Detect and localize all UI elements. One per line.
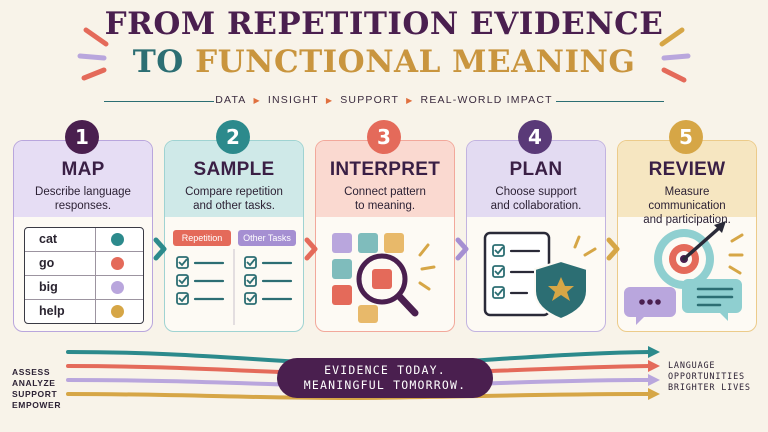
subtitle-item-data: DATA — [215, 94, 247, 106]
triangle-right-icon: ▶ — [253, 96, 261, 105]
label-empower: EMPOWER — [12, 400, 62, 410]
subtitle-item-impact: REAL-WORLD IMPACT — [420, 94, 553, 106]
title-line-2-part-2: FUNCTIONAL MEANING — [195, 44, 636, 80]
other-tasks-tag: Other Tasks — [238, 230, 296, 246]
word-label: cat — [39, 232, 58, 246]
word-row: go — [25, 252, 143, 276]
step-badge-5: 5 — [669, 120, 703, 154]
chevron-right-icon — [153, 237, 167, 261]
subtitle-line-left — [104, 101, 214, 102]
dot-icon — [111, 257, 124, 270]
step-card-review: REVIEW Measure communication and partici… — [617, 140, 757, 332]
checklist-compare-icon — [176, 249, 293, 325]
step-card-plan: PLAN Choose support and collaboration. — [466, 140, 606, 332]
step-desc-interpret: Connect pattern to meaning. — [344, 186, 426, 212]
dot-icon — [111, 281, 124, 294]
step-desc-plan: Choose support and collaboration. — [490, 186, 582, 212]
word-label: big — [39, 280, 58, 294]
subtitle-item-insight: INSIGHT — [267, 94, 319, 106]
step-card-sample: SAMPLE Compare repetition and other task… — [164, 140, 304, 332]
tagline-pill: EVIDENCE TODAY. MEANINGFUL TOMORROW. — [277, 358, 493, 398]
subtitle-item-support: SUPPORT — [340, 94, 400, 106]
label-brighter-lives: BRIGHTER LIVES — [668, 383, 751, 393]
title-line-1: FROM REPETITION EVIDENCE — [104, 6, 664, 42]
word-row: cat — [25, 228, 143, 252]
step-badge-3: 3 — [367, 120, 401, 154]
step-card-map: MAP Describe language responses. cat go … — [13, 140, 153, 332]
step-badge-2: 2 — [216, 120, 250, 154]
step-name-interpret: INTERPRET — [329, 159, 441, 180]
subtitle-flow: DATA ▶ INSIGHT ▶ SUPPORT ▶ REAL-WORLD IMPACT — [0, 94, 768, 106]
triangle-right-icon: ▶ — [406, 96, 414, 105]
step-name-sample: SAMPLE — [193, 159, 275, 180]
label-opportunities: OPPORTUNITIES — [668, 372, 745, 382]
plan-shield-icon — [483, 231, 597, 321]
label-assess: ASSESS — [12, 367, 51, 377]
dot-icon — [111, 233, 124, 246]
target-chat-icon — [624, 221, 744, 325]
title-line-2-part-1: TO — [132, 44, 184, 80]
triangle-right-icon: ▶ — [325, 96, 334, 105]
word-table: cat go big help — [24, 227, 144, 324]
step-desc-review: Measure communication and participation. — [643, 186, 731, 226]
title-line-2: TO FUNCTIONAL MEANING — [0, 44, 768, 80]
word-row: big — [25, 276, 143, 300]
subtitle-line-right — [556, 101, 664, 102]
word-label: go — [39, 256, 55, 270]
step-badge-4: 4 — [518, 120, 552, 154]
step-desc-map: Describe language responses. — [35, 186, 131, 212]
step-badge-1: 1 — [65, 120, 99, 154]
chevron-right-icon — [606, 237, 620, 261]
tagline-line-1: EVIDENCE TODAY. — [324, 363, 446, 377]
bottom-left-labels: ASSESS ANALYZE SUPPORT EMPOWER — [12, 367, 61, 411]
burst-left-decoration — [77, 27, 691, 83]
chevron-right-icon — [455, 237, 469, 261]
step-name-map: MAP — [61, 159, 105, 180]
word-label: help — [39, 304, 65, 318]
word-row: help — [25, 300, 143, 323]
magnifier-pattern-icon — [332, 233, 436, 323]
label-language: LANGUAGE — [668, 361, 716, 371]
step-name-review: REVIEW — [648, 159, 726, 180]
dot-icon — [111, 305, 124, 318]
chevron-right-icon — [304, 237, 318, 261]
tagline-line-2: MEANINGFUL TOMORROW. — [303, 378, 467, 392]
step-desc-sample: Compare repetition and other tasks. — [185, 186, 283, 212]
bottom-right-labels: LANGUAGE OPPORTUNITIES BRIGHTER LIVES — [668, 361, 751, 394]
repetition-tag: Repetition — [173, 230, 231, 246]
step-card-interpret: INTERPRET Connect pattern to meaning. — [315, 140, 455, 332]
label-analyze: ANALYZE — [12, 378, 56, 388]
step-name-plan: PLAN — [509, 159, 563, 180]
label-support: SUPPORT — [12, 389, 58, 399]
